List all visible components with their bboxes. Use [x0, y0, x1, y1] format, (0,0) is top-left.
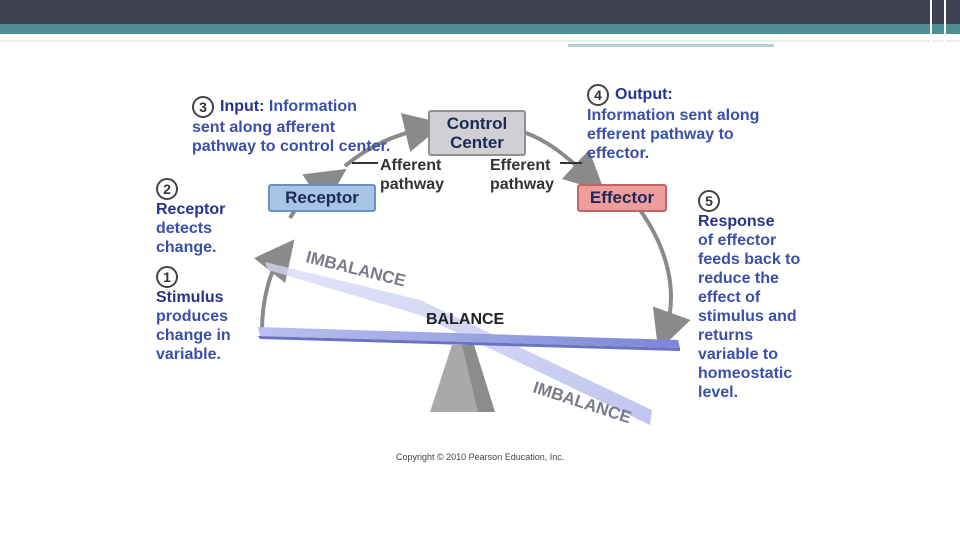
- step4-title: Output:: [615, 86, 673, 104]
- step1-number-badge: 1: [156, 266, 178, 288]
- step5-number-badge: 5: [698, 190, 720, 212]
- step2-title: Receptor: [156, 201, 226, 218]
- header-decor-vbar: [944, 0, 946, 46]
- step3-title: Input:: [220, 98, 265, 116]
- control-center-box: Control Center: [428, 110, 526, 156]
- step2-number-badge: 2: [156, 178, 178, 200]
- afferent-pathway-label: Afferent pathway: [380, 157, 445, 193]
- header-divider: [0, 40, 960, 42]
- step5-description: of effector feeds back to reduce the eff…: [698, 232, 801, 401]
- efferent-pathway-label: Efferent pathway: [490, 157, 555, 193]
- balance-beam: [258, 327, 680, 348]
- header-decor-vbar: [930, 0, 932, 46]
- effector-box: Effector: [577, 184, 667, 212]
- step3-input-text: 3 Input: Information sent along afferent …: [192, 96, 392, 156]
- step5-response-text: 5 Response of effector feeds back to red…: [698, 190, 810, 402]
- imbalance-beam: [265, 262, 652, 425]
- balance-beam-edge: [258, 336, 680, 351]
- afferent-arrow: [343, 113, 445, 168]
- step3-description: Information sent along afferent pathway …: [192, 98, 391, 155]
- step2-receptor-text: 2 Receptor detects change.: [156, 178, 256, 257]
- step4-number-badge: 4: [587, 84, 609, 106]
- step5-title: Response: [698, 213, 775, 230]
- step1-title: Stimulus: [156, 289, 224, 306]
- fulcrum-shade: [462, 345, 495, 412]
- step1-description: produces change in variable.: [156, 308, 231, 363]
- receptor-box: Receptor: [268, 184, 376, 212]
- step1-stimulus-text: 1 Stimulus produces change in variable.: [156, 266, 256, 364]
- slide-header-accent: [0, 24, 960, 34]
- step2-description: detects change.: [156, 220, 217, 256]
- step4-output-text: 4 Output: Information sent along efferent…: [587, 84, 787, 163]
- stimulus-arrow: [253, 239, 295, 331]
- step4-description: Information sent along efferent pathway …: [587, 107, 760, 162]
- header-decor-line: [568, 44, 774, 47]
- response-arrow: [638, 208, 691, 351]
- copyright-notice: Copyright © 2010 Pearson Education, Inc.: [396, 452, 565, 462]
- slide-header-bar: [0, 0, 960, 24]
- balance-label: BALANCE: [426, 311, 505, 328]
- step3-number-badge: 3: [192, 96, 214, 118]
